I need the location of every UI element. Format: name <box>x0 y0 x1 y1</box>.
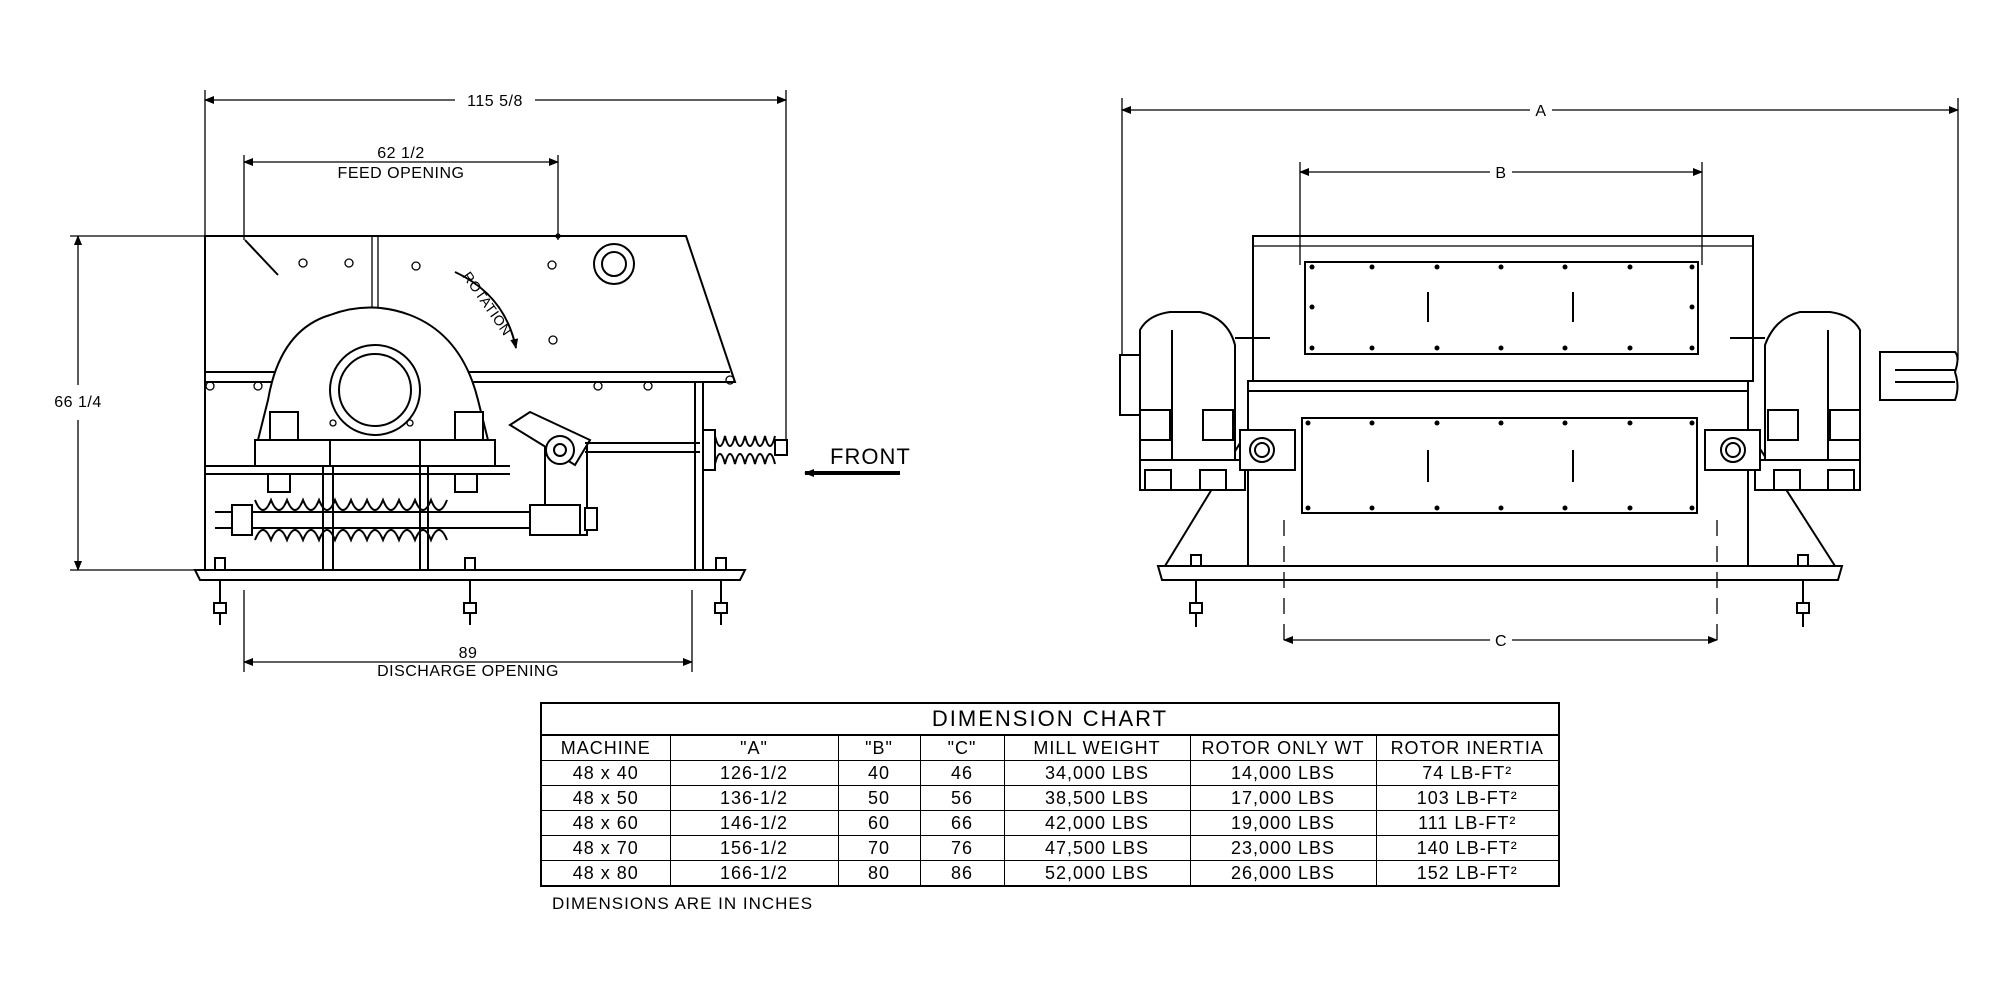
table-cell: 48 x 80 <box>542 860 671 885</box>
base-plate <box>193 569 747 581</box>
tension-spring-upper <box>702 429 788 471</box>
header-a: "A" <box>669 736 839 761</box>
front-label: FRONT <box>830 444 911 469</box>
table-cell: 14,000 LBS <box>1189 760 1377 786</box>
table-cell: 111 LB-FT² <box>1375 810 1558 836</box>
units-note: DIMENSIONS ARE IN INCHES <box>552 894 814 913</box>
upper-access-panel <box>1304 261 1699 355</box>
table-cell: 166-1/2 <box>669 860 839 885</box>
feed-opening-value: 62 1/2 <box>377 145 424 162</box>
dimension-table: MACHINE "A" "B" "C" MILL WEIGHT ROTOR ON… <box>542 736 1558 885</box>
table-cell: 146-1/2 <box>669 810 839 836</box>
table-row: 48 x 70 156-1/2 70 76 47,500 LBS 23,000 … <box>542 835 1558 861</box>
header-b: "B" <box>837 736 921 761</box>
discharge-opening-dimension: 89 DISCHARGE OPENING <box>243 590 693 680</box>
dimension-a-label: A <box>1535 103 1546 120</box>
table-cell: 103 LB-FT² <box>1375 785 1558 811</box>
table-cell: 126-1/2 <box>669 760 839 786</box>
table-cell: 66 <box>919 810 1005 836</box>
dimension-b: B <box>1299 162 1703 265</box>
table-cell: 86 <box>919 860 1005 885</box>
table-row: 48 x 80 166-1/2 80 86 52,000 LBS 26,000 … <box>542 860 1558 885</box>
inspection-port <box>593 243 635 285</box>
anchor-bolts-end <box>1189 554 1810 627</box>
discharge-opening-label: DISCHARGE OPENING <box>377 663 559 680</box>
table-cell: 156-1/2 <box>669 835 839 861</box>
table-header-row: MACHINE "A" "B" "C" MILL WEIGHT ROTOR ON… <box>542 736 1558 761</box>
header-mill-weight: MILL WEIGHT <box>1003 736 1191 761</box>
table-cell: 17,000 LBS <box>1189 785 1377 811</box>
table-cell: 140 LB-FT² <box>1375 835 1558 861</box>
right-bearing <box>1704 311 1959 491</box>
table-cell: 47,500 LBS <box>1003 835 1191 861</box>
dimension-chart-title: DIMENSION CHART <box>542 704 1558 736</box>
table-cell: 50 <box>837 785 921 811</box>
table-cell: 52,000 LBS <box>1003 860 1191 885</box>
height-label: 66 1/4 <box>54 394 101 411</box>
side-view: 115 5/8 62 1/2 FEED OPENING 66 1/4 <box>54 90 911 680</box>
table-cell: 40 <box>837 760 921 786</box>
upper-housing <box>204 235 737 383</box>
table-row: 48 x 50 136-1/2 50 56 38,500 LBS 17,000 … <box>542 785 1558 811</box>
table-row: 48 x 60 146-1/2 60 66 42,000 LBS 19,000 … <box>542 810 1558 836</box>
feed-opening-dimension: 62 1/2 FEED OPENING <box>243 145 559 240</box>
table-cell: 48 x 70 <box>542 835 671 861</box>
table-cell: 34,000 LBS <box>1003 760 1191 786</box>
feed-opening-label: FEED OPENING <box>338 165 465 182</box>
table-row: 48 x 40 126-1/2 40 46 34,000 LBS 14,000 … <box>542 760 1558 786</box>
base-plate-end <box>1156 565 1844 581</box>
rotation-arrow <box>454 271 519 349</box>
table-cell: 42,000 LBS <box>1003 810 1191 836</box>
lower-access-panel <box>1301 417 1698 514</box>
table-cell: 23,000 LBS <box>1189 835 1377 861</box>
rotation-label: ROTATION <box>460 269 516 339</box>
table-cell: 60 <box>837 810 921 836</box>
table-cell: 136-1/2 <box>669 785 839 811</box>
dimension-c: C <box>1283 520 1718 650</box>
table-cell: 70 <box>837 835 921 861</box>
header-rotor-only-wt: ROTOR ONLY WT <box>1189 736 1377 761</box>
table-cell: 80 <box>837 860 921 885</box>
overall-width-label: 115 5/8 <box>467 93 523 110</box>
upper-housing-end <box>1252 235 1754 382</box>
table-cell: 48 x 60 <box>542 810 671 836</box>
header-machine: MACHINE <box>542 736 671 761</box>
header-rotor-inertia: ROTOR INERTIA <box>1375 736 1558 761</box>
dimension-c-label: C <box>1495 633 1507 650</box>
anchor-bolts <box>213 557 728 625</box>
dimension-chart: DIMENSION CHART MACHINE "A" "B" "C" MILL… <box>540 702 1560 887</box>
housing-bolts <box>205 233 735 391</box>
table-cell: 76 <box>919 835 1005 861</box>
table-cell: 38,500 LBS <box>1003 785 1191 811</box>
overall-width-dimension: 115 5/8 <box>204 90 787 445</box>
left-bearing <box>1119 311 1296 491</box>
table-cell: 19,000 LBS <box>1189 810 1377 836</box>
height-dimension: 66 1/4 <box>54 235 205 571</box>
header-c: "C" <box>919 736 1005 761</box>
discharge-opening-value: 89 <box>459 645 478 662</box>
dimension-b-label: B <box>1495 165 1506 182</box>
table-cell: 152 LB-FT² <box>1375 860 1558 885</box>
end-view: A B <box>1119 98 1959 650</box>
rotor-shaft-bore <box>329 344 421 436</box>
dimension-a: A <box>1121 98 1959 360</box>
table-cell: 26,000 LBS <box>1189 860 1377 885</box>
tension-spring-lower <box>215 497 540 543</box>
table-cell: 48 x 40 <box>542 760 671 786</box>
adjuster-arm <box>508 410 700 536</box>
table-cell: 74 LB-FT² <box>1375 760 1558 786</box>
table-cell: 48 x 50 <box>542 785 671 811</box>
table-cell: 56 <box>919 785 1005 811</box>
table-cell: 46 <box>919 760 1005 786</box>
